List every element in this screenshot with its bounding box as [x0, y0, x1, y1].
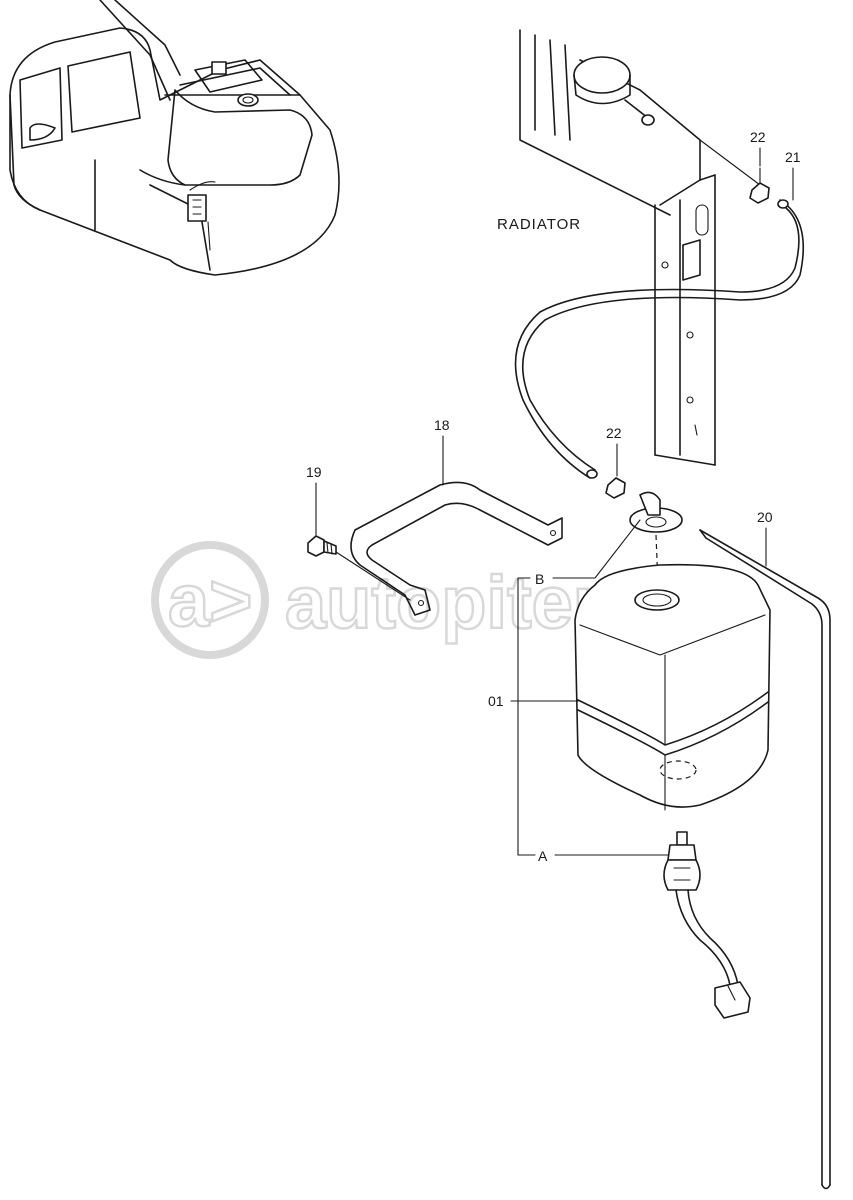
watermark-logo-ring — [151, 541, 269, 659]
part-22-upper-clamp — [749, 167, 770, 204]
excavator-overview — [9, 0, 340, 276]
part-label-01: 01 — [488, 693, 504, 709]
watermark-logo: a> — [168, 559, 252, 642]
part-label-22-lower: 22 — [606, 425, 622, 441]
part-label-22-upper: 22 — [750, 129, 766, 145]
part-18-bracket — [350, 481, 563, 616]
level-sensor — [663, 831, 751, 1019]
part-20-hose — [699, 529, 831, 1190]
radiator-drawing — [519, 29, 761, 466]
part-label-19: 19 — [306, 464, 322, 480]
part-22-lower-clamp — [605, 477, 626, 499]
part-label-18: 18 — [434, 417, 450, 433]
connector-bracket — [517, 519, 669, 856]
part-01-tank — [574, 563, 771, 811]
radiator-label: RADIATOR — [497, 216, 581, 233]
part-19-bolt — [307, 535, 411, 601]
connector-label-a: A — [538, 848, 548, 864]
part-21-hose — [514, 199, 805, 479]
part-label-21: 21 — [785, 149, 801, 165]
reservoir-cap — [629, 491, 683, 586]
connector-label-b: B — [535, 571, 544, 587]
part-label-20: 20 — [757, 509, 773, 525]
